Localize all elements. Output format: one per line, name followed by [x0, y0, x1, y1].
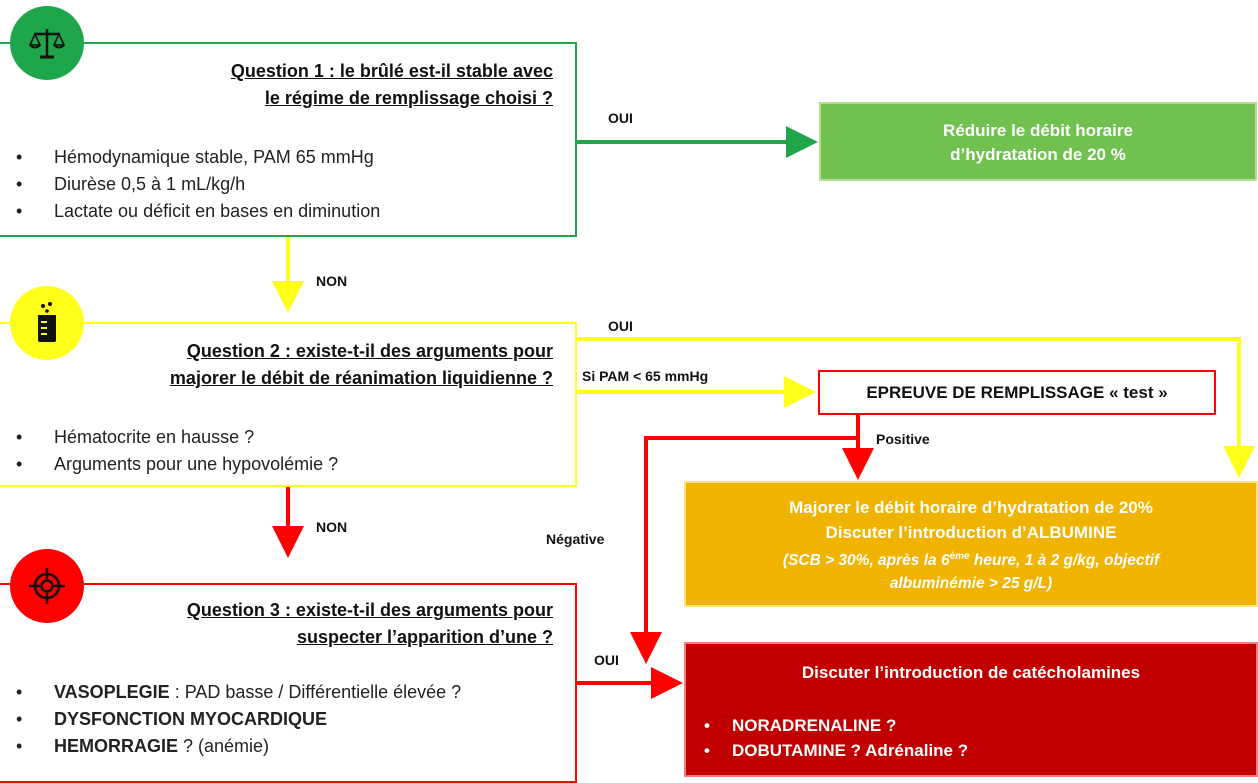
question-1-title: Question 1 : le brûlé est-il stable avec…: [230, 61, 553, 108]
label-positive: Positive: [876, 431, 930, 447]
balance-scale-icon: [10, 6, 84, 80]
arrow-test-negative: [630, 436, 858, 664]
list-item: DYSFONCTION MYOCARDIQUE: [12, 706, 461, 733]
action-reduce-hydration: Réduire le débit horaire d’hydratation d…: [819, 102, 1257, 181]
label-si-pam: Si PAM < 65 mmHg: [582, 368, 709, 384]
list-item: Hématocrite en hausse ?: [12, 424, 338, 451]
question-3-box: Question 3 : existe-t-il des arguments p…: [0, 583, 577, 783]
beaker-icon: [10, 286, 84, 360]
catecholamines-title: Discuter l’introduction de catécholamine…: [801, 663, 1141, 682]
list-item: VASOPLEGIE : PAD basse / Différentielle …: [12, 679, 461, 706]
label-oui-q1: OUI: [608, 110, 633, 126]
label-oui-q3: OUI: [594, 652, 619, 668]
list-item: Arguments pour une hypovolémie ?: [12, 451, 338, 478]
label-oui-q2: OUI: [608, 318, 633, 334]
question-3-criteria: VASOPLEGIE : PAD basse / Différentielle …: [12, 679, 461, 760]
list-item: •DOBUTAMINE ? Adrénaline ?: [704, 741, 969, 760]
list-item: Hémodynamique stable, PAM 65 mmHg: [12, 144, 380, 171]
list-item: Diurèse 0,5 à 1 mL/kg/h: [12, 171, 380, 198]
label-negative: Négative: [546, 531, 605, 547]
arrow-q2-oui: [577, 337, 1255, 478]
action-catecholamines: Discuter l’introduction de catécholamine…: [684, 642, 1258, 777]
question-1-criteria: Hémodynamique stable, PAM 65 mmHg Diurès…: [12, 144, 380, 225]
question-3-title: Question 3 : existe-t-il des arguments p…: [186, 600, 553, 647]
label-non-q1: NON: [316, 273, 348, 289]
label-non-q2: NON: [316, 519, 348, 535]
list-item: Lactate ou déficit en bases en diminutio…: [12, 198, 380, 225]
question-2-title: Question 2 : existe-t-il des arguments p…: [169, 341, 553, 388]
question-1-box: Question 1 : le brûlé est-il stable avec…: [0, 42, 577, 237]
list-item: HEMORRAGIE ? (anémie): [12, 733, 461, 760]
catecholamines-list: •NORADRENALINE ? •DOBUTAMINE ? Adrénalin…: [686, 713, 1256, 763]
action-fluid-challenge: EPREUVE DE REMPLISSAGE « test »: [818, 370, 1216, 415]
question-2-box: Question 2 : existe-t-il des arguments p…: [0, 322, 577, 487]
list-item: •NORADRENALINE ?: [704, 716, 897, 735]
action-increase-hydration: Majorer le débit horaire d’hydratation d…: [684, 481, 1258, 607]
albumin-note: (SCB > 30%, après la 6ème heure, 1 à 2 g…: [782, 551, 1160, 570]
question-2-criteria: Hématocrite en hausse ? Arguments pour u…: [12, 424, 338, 478]
target-icon: [10, 549, 84, 623]
